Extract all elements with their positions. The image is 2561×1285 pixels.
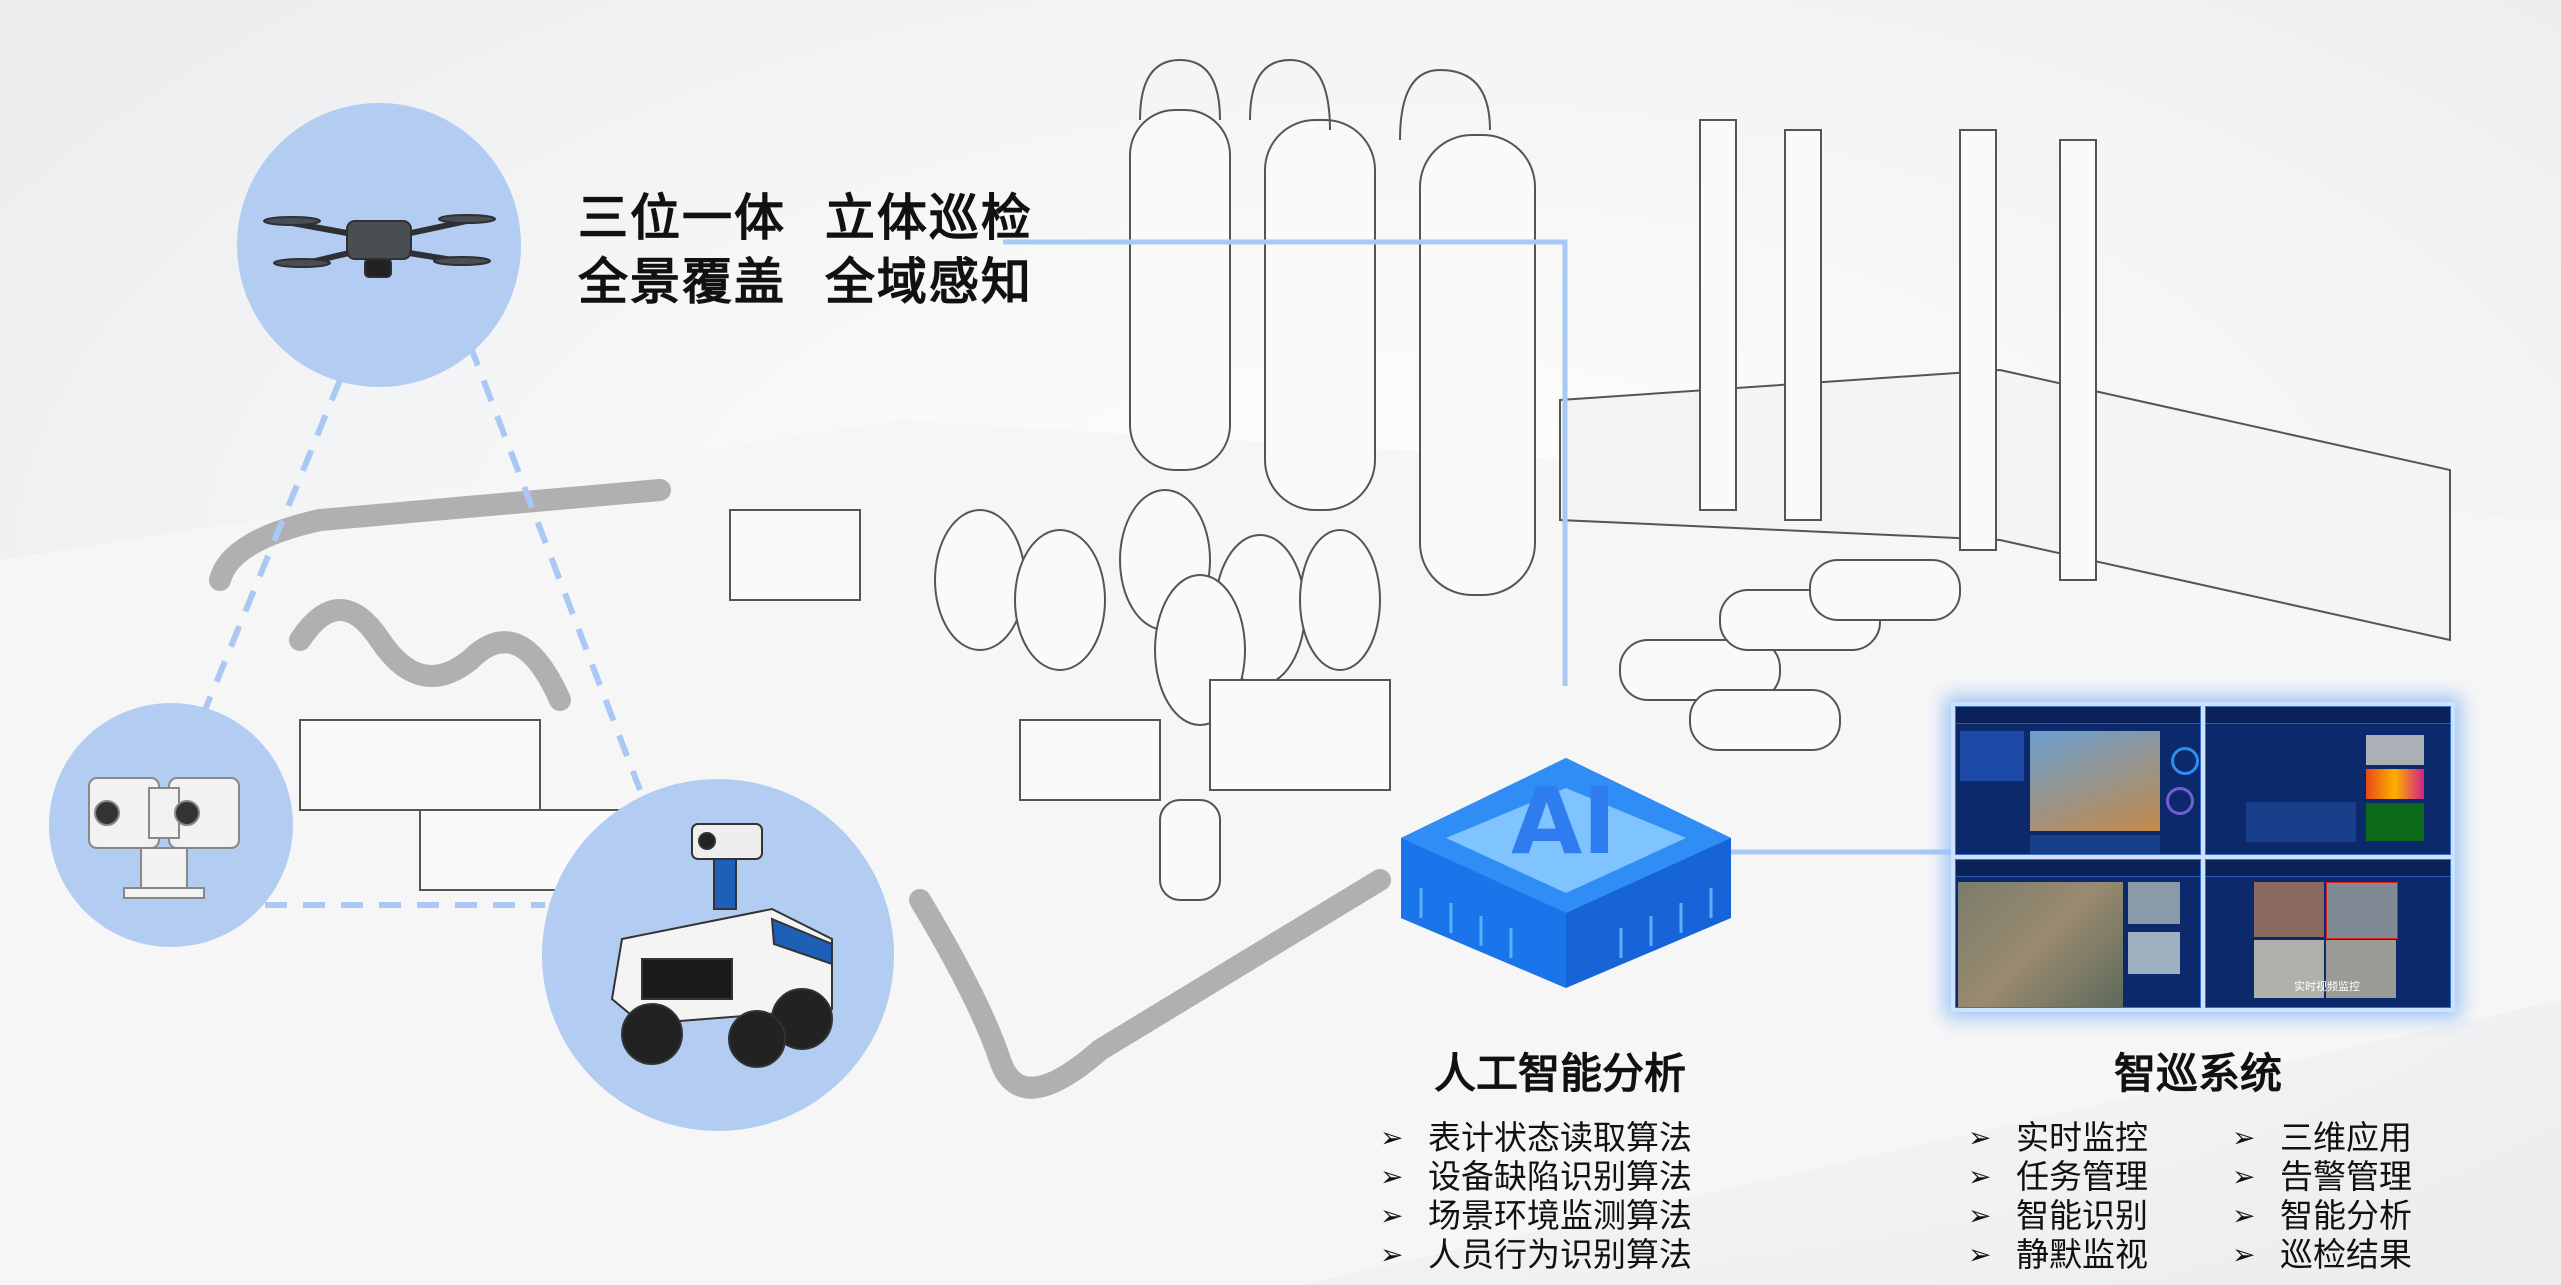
patrol-system-title: 智巡系统 [2114,1049,2283,1098]
list-item: ➢静默监视 [1968,1235,2148,1274]
list-item: ➢场景环境监测算法 [1380,1196,1692,1235]
bullet-arrow-icon: ➢ [2232,1238,2256,1271]
bullet-arrow-icon: ➢ [2232,1199,2256,1232]
ai-analysis-list: ➢表计状态读取算法 ➢设备缺陷识别算法 ➢场景环境监测算法 ➢人员行为识别算法 [1380,1118,1692,1274]
list-item: ➢智能分析 [2232,1196,2412,1235]
camera-icon [88,777,240,899]
list-item: ➢设备缺陷识别算法 [1380,1157,1692,1196]
dashboard-panel-overview [1955,706,2201,855]
drone-icon [263,214,496,278]
dashboard-panel-3d-map [1955,859,2201,1008]
headline-line2: 全景覆盖 全域感知 [578,253,1033,311]
camera-circle [49,703,293,947]
dashboard-panel-tasks [2205,706,2451,855]
patrol-system-list-col2: ➢三维应用 ➢告警管理 ➢智能分析 ➢巡检结果 [2232,1118,2412,1274]
bullet-arrow-icon: ➢ [1380,1199,1404,1232]
list-item: ➢智能识别 [1968,1196,2148,1235]
patrol-dashboard-preview: 实时视频监控 [1951,702,2455,1012]
bullet-arrow-icon: ➢ [1968,1121,1992,1154]
bullet-arrow-icon: ➢ [1968,1199,1992,1232]
bullet-arrow-icon: ➢ [1380,1121,1404,1154]
list-item: ➢巡检结果 [2232,1235,2412,1274]
drone-circle [237,103,521,387]
headline: 三位一体 立体巡检 全景覆盖 全域感知 [578,186,1033,314]
bullet-arrow-icon: ➢ [2232,1121,2256,1154]
bullet-arrow-icon: ➢ [1968,1238,1992,1271]
ai-label: AI [1511,768,1616,875]
bullet-arrow-icon: ➢ [1968,1160,1992,1193]
list-item: ➢表计状态读取算法 [1380,1118,1692,1157]
list-item: ➢告警管理 [2232,1157,2412,1196]
list-item: ➢三维应用 [2232,1118,2412,1157]
bullet-arrow-icon: ➢ [1380,1160,1404,1193]
headline-line1: 三位一体 立体巡检 [578,189,1033,247]
patrol-system-list-col1: ➢实时监控 ➢任务管理 ➢智能识别 ➢静默监视 [1968,1118,2148,1274]
list-item: ➢任务管理 [1968,1157,2148,1196]
list-item: ➢实时监控 [1968,1118,2148,1157]
bullet-arrow-icon: ➢ [2232,1160,2256,1193]
ai-analysis-title: 人工智能分析 [1434,1049,1687,1098]
video-caption: 实时视频监控 [2294,980,2360,993]
dashboard-panel-video: 实时视频监控 [2205,859,2451,1008]
ai-chip: AI [1401,758,1731,988]
robot-icon [610,823,833,1068]
bullet-arrow-icon: ➢ [1380,1238,1404,1271]
robot-circle [542,779,894,1131]
list-item: ➢人员行为识别算法 [1380,1235,1692,1274]
